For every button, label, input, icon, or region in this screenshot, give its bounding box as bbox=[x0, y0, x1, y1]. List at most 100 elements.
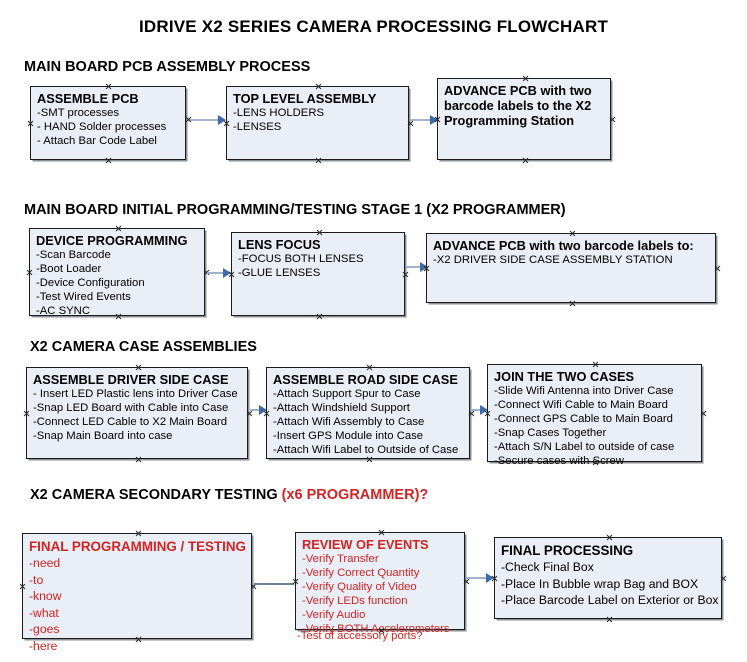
node-line: -AC SYNC bbox=[36, 305, 90, 317]
node-line: -Verify Transfer bbox=[302, 553, 379, 565]
node-line: -Snap Main Board into case bbox=[33, 430, 173, 442]
node-line: -goes bbox=[29, 622, 60, 636]
connection-handle-right[interactable] bbox=[463, 578, 470, 585]
section-heading-main-board-initial-programming: MAIN BOARD INITIAL PROGRAMMING/TESTING S… bbox=[24, 202, 566, 218]
node-line: - Attach Bar Code Label bbox=[37, 135, 157, 147]
connection-handle-bottom[interactable] bbox=[569, 300, 576, 307]
connection-handle-bottom[interactable] bbox=[316, 313, 323, 320]
node-advance-pcb-to-x2-programming-station[interactable]: ADVANCE PCB with two barcode labels to t… bbox=[437, 78, 611, 160]
connection-handle-left[interactable] bbox=[292, 578, 299, 585]
connection-handle-bottom[interactable] bbox=[315, 157, 322, 164]
node-line: -Device Configuration bbox=[36, 277, 145, 289]
node-assemble-driver-side-case[interactable]: ASSEMBLE DRIVER SIDE CASE - Insert LED P… bbox=[26, 367, 248, 459]
connector-driver-side-to-road-side bbox=[250, 404, 267, 415]
node-line: -X2 DRIVER SIDE CASE ASSEMBLY STATION bbox=[433, 254, 673, 266]
connection-handle-right[interactable] bbox=[203, 269, 210, 276]
connection-handle-bottom[interactable] bbox=[606, 616, 613, 623]
node-line: -Verify LEDs function bbox=[302, 595, 408, 607]
connection-handle-right[interactable] bbox=[714, 265, 721, 272]
connection-handle-right[interactable] bbox=[468, 410, 475, 417]
node-title: ADVANCE PCB with two barcode labels to: bbox=[433, 238, 694, 253]
connection-handle-bottom[interactable] bbox=[135, 456, 142, 463]
node-review-of-events[interactable]: REVIEW OF EVENTS -Verify Transfer -Verif… bbox=[292, 529, 465, 642]
connection-handle-left[interactable] bbox=[19, 583, 26, 590]
node-line: -Snap LED Board with Cable into Case bbox=[33, 402, 229, 414]
node-line: -Check Final Box bbox=[501, 560, 594, 574]
node-line: -Attach Support Spur to Case bbox=[273, 388, 421, 400]
node-line: -Insert GPS Module into Case bbox=[273, 430, 424, 442]
node-title: TOP LEVEL ASSEMBLY bbox=[233, 91, 377, 106]
connector-lens-focus-to-advance-pcb-driver-side bbox=[406, 261, 428, 272]
node-line: -Connect Wifi Cable to Main Board bbox=[494, 399, 668, 411]
connection-handle-right[interactable] bbox=[402, 271, 409, 278]
connection-handle-bottom[interactable] bbox=[105, 157, 112, 164]
node-final-processing[interactable]: FINAL PROCESSING -Check Final Box -Place… bbox=[494, 537, 722, 619]
connection-handle-right[interactable] bbox=[185, 116, 192, 123]
node-title: ASSEMBLE PCB bbox=[37, 91, 139, 106]
connection-handle-left[interactable] bbox=[223, 120, 230, 127]
connection-handle-right[interactable] bbox=[250, 583, 257, 590]
connection-handle-left[interactable] bbox=[484, 410, 491, 417]
node-title: REVIEW OF EVENTS bbox=[302, 537, 429, 552]
connector-device-programming-to-lens-focus bbox=[207, 267, 231, 278]
node-line: -to bbox=[29, 572, 44, 587]
connection-handle-top[interactable] bbox=[135, 364, 142, 371]
connection-handle-left[interactable] bbox=[423, 265, 430, 272]
connection-handle-left[interactable] bbox=[263, 410, 270, 417]
connection-handle-right[interactable] bbox=[720, 575, 727, 582]
node-line: -Boot Loader bbox=[36, 263, 102, 275]
node-device-programming[interactable]: DEVICE PROGRAMMING -Scan Barcode -Boot L… bbox=[26, 225, 205, 317]
arrow-head-icon bbox=[223, 268, 231, 278]
node-lens-focus[interactable]: LENS FOCUS -FOCUS BOTH LENSES -GLUE LENS… bbox=[231, 232, 405, 316]
connector-line bbox=[406, 266, 421, 268]
connection-handle-left[interactable] bbox=[228, 271, 235, 278]
connector-line bbox=[410, 119, 431, 121]
connection-handle-top[interactable] bbox=[522, 75, 529, 82]
connection-handle-top[interactable] bbox=[569, 230, 576, 237]
connection-handle-left[interactable] bbox=[27, 120, 34, 127]
connection-handle-top[interactable] bbox=[315, 83, 322, 90]
connection-handle-left[interactable] bbox=[434, 116, 441, 123]
node-line: -Attach Windshield Support bbox=[273, 402, 410, 414]
connector-final-programming-to-review-of-events bbox=[254, 578, 294, 589]
connection-handle-right[interactable] bbox=[407, 120, 414, 127]
connection-handle-top[interactable] bbox=[135, 530, 142, 537]
connection-handle-top[interactable] bbox=[592, 361, 599, 368]
connection-handle-left[interactable] bbox=[26, 269, 33, 276]
connection-handle-top[interactable] bbox=[366, 364, 373, 371]
connector-line bbox=[207, 272, 224, 274]
connection-handle-top[interactable] bbox=[606, 534, 613, 541]
node-assemble-pcb[interactable]: ASSEMBLE PCB -SMT processes - HAND Solde… bbox=[30, 86, 186, 160]
node-line: -need bbox=[29, 556, 61, 570]
node-title: LENS FOCUS bbox=[238, 237, 321, 252]
node-line: -Verify Correct Quantity bbox=[302, 567, 420, 579]
connection-handle-bottom[interactable] bbox=[366, 456, 373, 463]
node-final-programming-testing[interactable]: FINAL PROGRAMMING / TESTING -need -to -k… bbox=[19, 530, 252, 653]
node-line: -SMT processes bbox=[37, 107, 120, 119]
node-title: ADVANCE PCB with two barcode labels to t… bbox=[444, 83, 592, 128]
node-advance-pcb-to-driver-side-case-station[interactable]: ADVANCE PCB with two barcode labels to: … bbox=[426, 233, 716, 303]
node-join-the-two-cases[interactable]: JOIN THE TWO CASES -Slide Wifi Antenna i… bbox=[484, 361, 702, 467]
connection-handle-right[interactable] bbox=[609, 116, 616, 123]
arrow-head-icon bbox=[486, 573, 494, 583]
node-top-level-assembly[interactable]: TOP LEVEL ASSEMBLY -LENS HOLDERS -LENSES bbox=[226, 86, 409, 160]
connection-handle-right[interactable] bbox=[700, 410, 707, 417]
node-title: FINAL PROGRAMMING / TESTING bbox=[29, 539, 246, 554]
connection-handle-top[interactable] bbox=[105, 83, 112, 90]
node-line: -Place Barcode Label on Exterior or Box bbox=[501, 593, 719, 607]
node-line: -LENS HOLDERS bbox=[233, 107, 325, 119]
section-heading-text: X2 CAMERA SECONDARY TESTING bbox=[30, 487, 282, 503]
connection-handle-top[interactable] bbox=[378, 529, 385, 536]
connection-handle-right[interactable] bbox=[246, 410, 253, 417]
node-line: -Secure cases with Screw bbox=[494, 455, 624, 467]
connection-handle-left[interactable] bbox=[491, 575, 498, 582]
connection-handle-top[interactable] bbox=[316, 229, 323, 236]
connection-handle-top[interactable] bbox=[115, 225, 122, 232]
node-title: ASSEMBLE ROAD SIDE CASE bbox=[273, 372, 458, 387]
node-line: -know bbox=[29, 589, 62, 603]
node-assemble-road-side-case[interactable]: ASSEMBLE ROAD SIDE CASE -Attach Support … bbox=[266, 367, 470, 459]
connection-handle-bottom[interactable] bbox=[522, 157, 529, 164]
connection-handle-left[interactable] bbox=[23, 410, 30, 417]
node-line: -Slide Wifi Antenna into Driver Case bbox=[494, 385, 674, 397]
